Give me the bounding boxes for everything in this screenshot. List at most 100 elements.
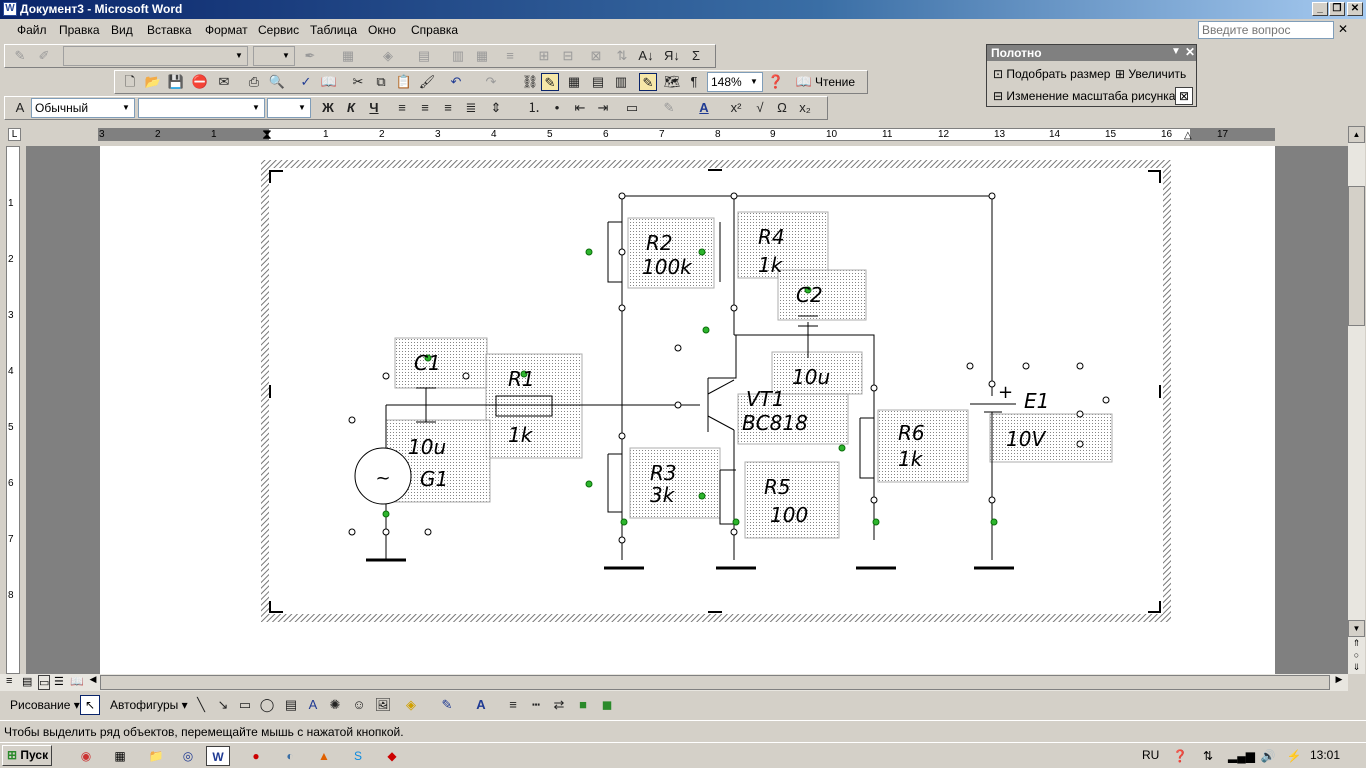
scroll-left-button[interactable]: ◀ <box>89 674 97 684</box>
folder-icon[interactable]: 📁 <box>148 749 164 763</box>
tray-volume-icon[interactable]: 🔊 <box>1260 749 1276 763</box>
drawing-icon[interactable]: ✎ <box>639 73 657 91</box>
panel-close-icon[interactable]: ✕ <box>1185 45 1196 59</box>
justify-icon[interactable]: ≣ <box>465 100 477 115</box>
oval-icon[interactable]: ◯ <box>259 697 275 712</box>
eraser-icon[interactable]: ✐ <box>38 48 50 63</box>
email-icon[interactable]: ✉ <box>218 74 230 89</box>
web-view-icon[interactable]: ▤ <box>22 676 33 688</box>
subscript-icon[interactable]: x₂ <box>799 100 811 115</box>
autoformat-icon[interactable]: ⊠ <box>590 48 602 63</box>
document-map-icon[interactable]: 🗺 <box>663 74 681 89</box>
vertical-scrollbar[interactable]: ▲ ▼ ⇑ ○ ⇓ <box>1348 126 1365 674</box>
label-c1-value[interactable]: 10u <box>408 435 446 459</box>
redo-icon[interactable]: ↷ <box>485 74 497 89</box>
label-r4-value[interactable]: 1k <box>758 253 784 277</box>
label-c2[interactable]: C2 <box>796 283 823 307</box>
menu-help[interactable]: Справка <box>411 23 459 37</box>
font-size-combo[interactable]: ▼ <box>267 98 311 118</box>
label-r5-value[interactable]: 100 <box>770 503 808 527</box>
style-combo[interactable]: Обычный▼ <box>31 98 135 118</box>
borders-icon-2[interactable]: ▭ <box>625 100 639 115</box>
research-icon[interactable]: 📖 <box>320 74 338 89</box>
new-document-icon[interactable]: 🗋 <box>124 74 136 89</box>
word-task-icon[interactable]: W <box>206 746 230 766</box>
select-objects-icon[interactable]: ↖ <box>80 695 100 715</box>
print-layout-icon[interactable]: ▭ <box>38 675 51 690</box>
equation-icon[interactable]: √ <box>756 100 764 115</box>
scroll-down-button[interactable]: ▼ <box>1348 620 1365 637</box>
font-color-draw-icon[interactable]: A <box>476 697 486 712</box>
font-combo[interactable]: ▼ <box>138 98 265 118</box>
label-r6-value[interactable]: 1k <box>898 447 924 471</box>
tables-borders-icon[interactable]: ▦ <box>567 74 581 89</box>
borders-icon[interactable]: ▦ <box>341 48 355 63</box>
label-vt1[interactable]: VT1 <box>746 387 785 411</box>
print-icon[interactable]: ⎙ <box>248 74 260 89</box>
hscroll-thumb[interactable] <box>100 675 1330 690</box>
tray-signal-icon[interactable]: ▂▄▆ <box>1228 749 1255 763</box>
text-direction-icon[interactable]: ⇅ <box>616 48 628 63</box>
normal-view-icon[interactable]: ≡ <box>6 675 13 687</box>
minimize-button[interactable]: _ <box>1312 2 1328 16</box>
drawing-toggle-icon[interactable]: ✎ <box>541 73 559 91</box>
menu-view[interactable]: Вид <box>111 23 133 37</box>
tab-selector[interactable]: L <box>8 128 21 141</box>
align-center-icon[interactable]: ≡ <box>421 100 429 115</box>
label-r3-value[interactable]: 3k <box>650 483 676 507</box>
tray-help-icon[interactable]: ❓ <box>1172 749 1188 763</box>
right-indent-marker[interactable]: △ <box>1184 130 1192 141</box>
restore-button[interactable]: ❐ <box>1329 2 1345 16</box>
superscript-icon[interactable]: x² <box>730 100 742 115</box>
app-icon[interactable]: ◆ <box>387 749 397 763</box>
enlarge-canvas-button[interactable]: ⊞ Увеличить <box>1115 67 1187 81</box>
scroll-thumb[interactable] <box>1348 186 1365 326</box>
browse-object-icon[interactable]: ○ <box>1353 650 1360 660</box>
scroll-right-button[interactable]: ▶ <box>1335 674 1343 684</box>
menu-insert[interactable]: Вставка <box>147 23 192 37</box>
label-r6[interactable]: R6 <box>898 421 925 445</box>
close-document-icon[interactable]: ✕ <box>1338 22 1349 36</box>
read-mode-icon[interactable]: 📖 <box>795 74 813 89</box>
sort-descending-icon[interactable]: Я↓ <box>664 48 680 63</box>
canvas-border[interactable] <box>261 160 1171 622</box>
bold-button[interactable]: Ж <box>322 100 334 115</box>
read-mode-label[interactable]: Чтение <box>815 75 856 89</box>
autosum-icon[interactable]: Σ <box>691 48 701 63</box>
tray-power-icon[interactable]: ⚡ <box>1286 749 1302 763</box>
drawing-canvas[interactable]: ~ R2 <box>100 146 1275 674</box>
network-icon[interactable]: ◎ <box>182 749 194 763</box>
panel-menu-icon[interactable]: ▼ <box>1171 46 1181 57</box>
label-e1-value[interactable]: 10V <box>1006 427 1046 451</box>
spelling-icon[interactable]: ✓ <box>300 74 312 89</box>
label-r2[interactable]: R2 <box>646 231 673 255</box>
italic-button[interactable]: К <box>347 100 355 115</box>
paste-icon[interactable]: 📋 <box>395 74 413 89</box>
help-icon[interactable]: ❓ <box>767 74 785 89</box>
line-spacing-icon[interactable]: ⇕ <box>490 100 502 115</box>
next-page-icon[interactable]: ⇓ <box>1352 662 1361 672</box>
align-right-icon[interactable]: ≡ <box>444 100 452 115</box>
label-g1[interactable]: G1 <box>420 467 448 491</box>
line-icon[interactable]: ╲ <box>197 697 205 712</box>
dash-style-icon[interactable]: ┅ <box>532 697 540 712</box>
3d-icon[interactable]: ◼ <box>601 697 613 712</box>
chrome-icon[interactable]: ◉ <box>80 749 92 763</box>
horizontal-scrollbar[interactable]: ≡ ▤ ▭ ☰ 📖 ◀ ▶ <box>0 674 1348 691</box>
line-color-icon[interactable]: ✎ <box>441 697 453 712</box>
label-r5[interactable]: R5 <box>764 475 791 499</box>
canvas-crop-handles[interactable] <box>269 169 1161 613</box>
source-g1-symbol[interactable]: ~ <box>354 447 412 505</box>
sort-ascending-icon[interactable]: A↓ <box>638 48 654 63</box>
menu-table[interactable]: Таблица <box>310 23 358 37</box>
permission-icon[interactable]: ⛔ <box>191 74 209 89</box>
calculator-icon[interactable]: ▦ <box>114 749 126 763</box>
line-style-combo[interactable]: ▼ <box>63 46 248 66</box>
underline-button[interactable]: Ч <box>369 100 379 115</box>
picture-icon[interactable]: 🖼 <box>374 697 392 712</box>
arrow-icon[interactable]: ↘ <box>217 697 229 712</box>
open-icon[interactable]: 📂 <box>144 74 162 89</box>
opera-icon[interactable]: ● <box>252 749 260 763</box>
columns-icon[interactable]: ▥ <box>614 74 628 89</box>
rectangle-icon[interactable]: ▭ <box>238 697 252 712</box>
